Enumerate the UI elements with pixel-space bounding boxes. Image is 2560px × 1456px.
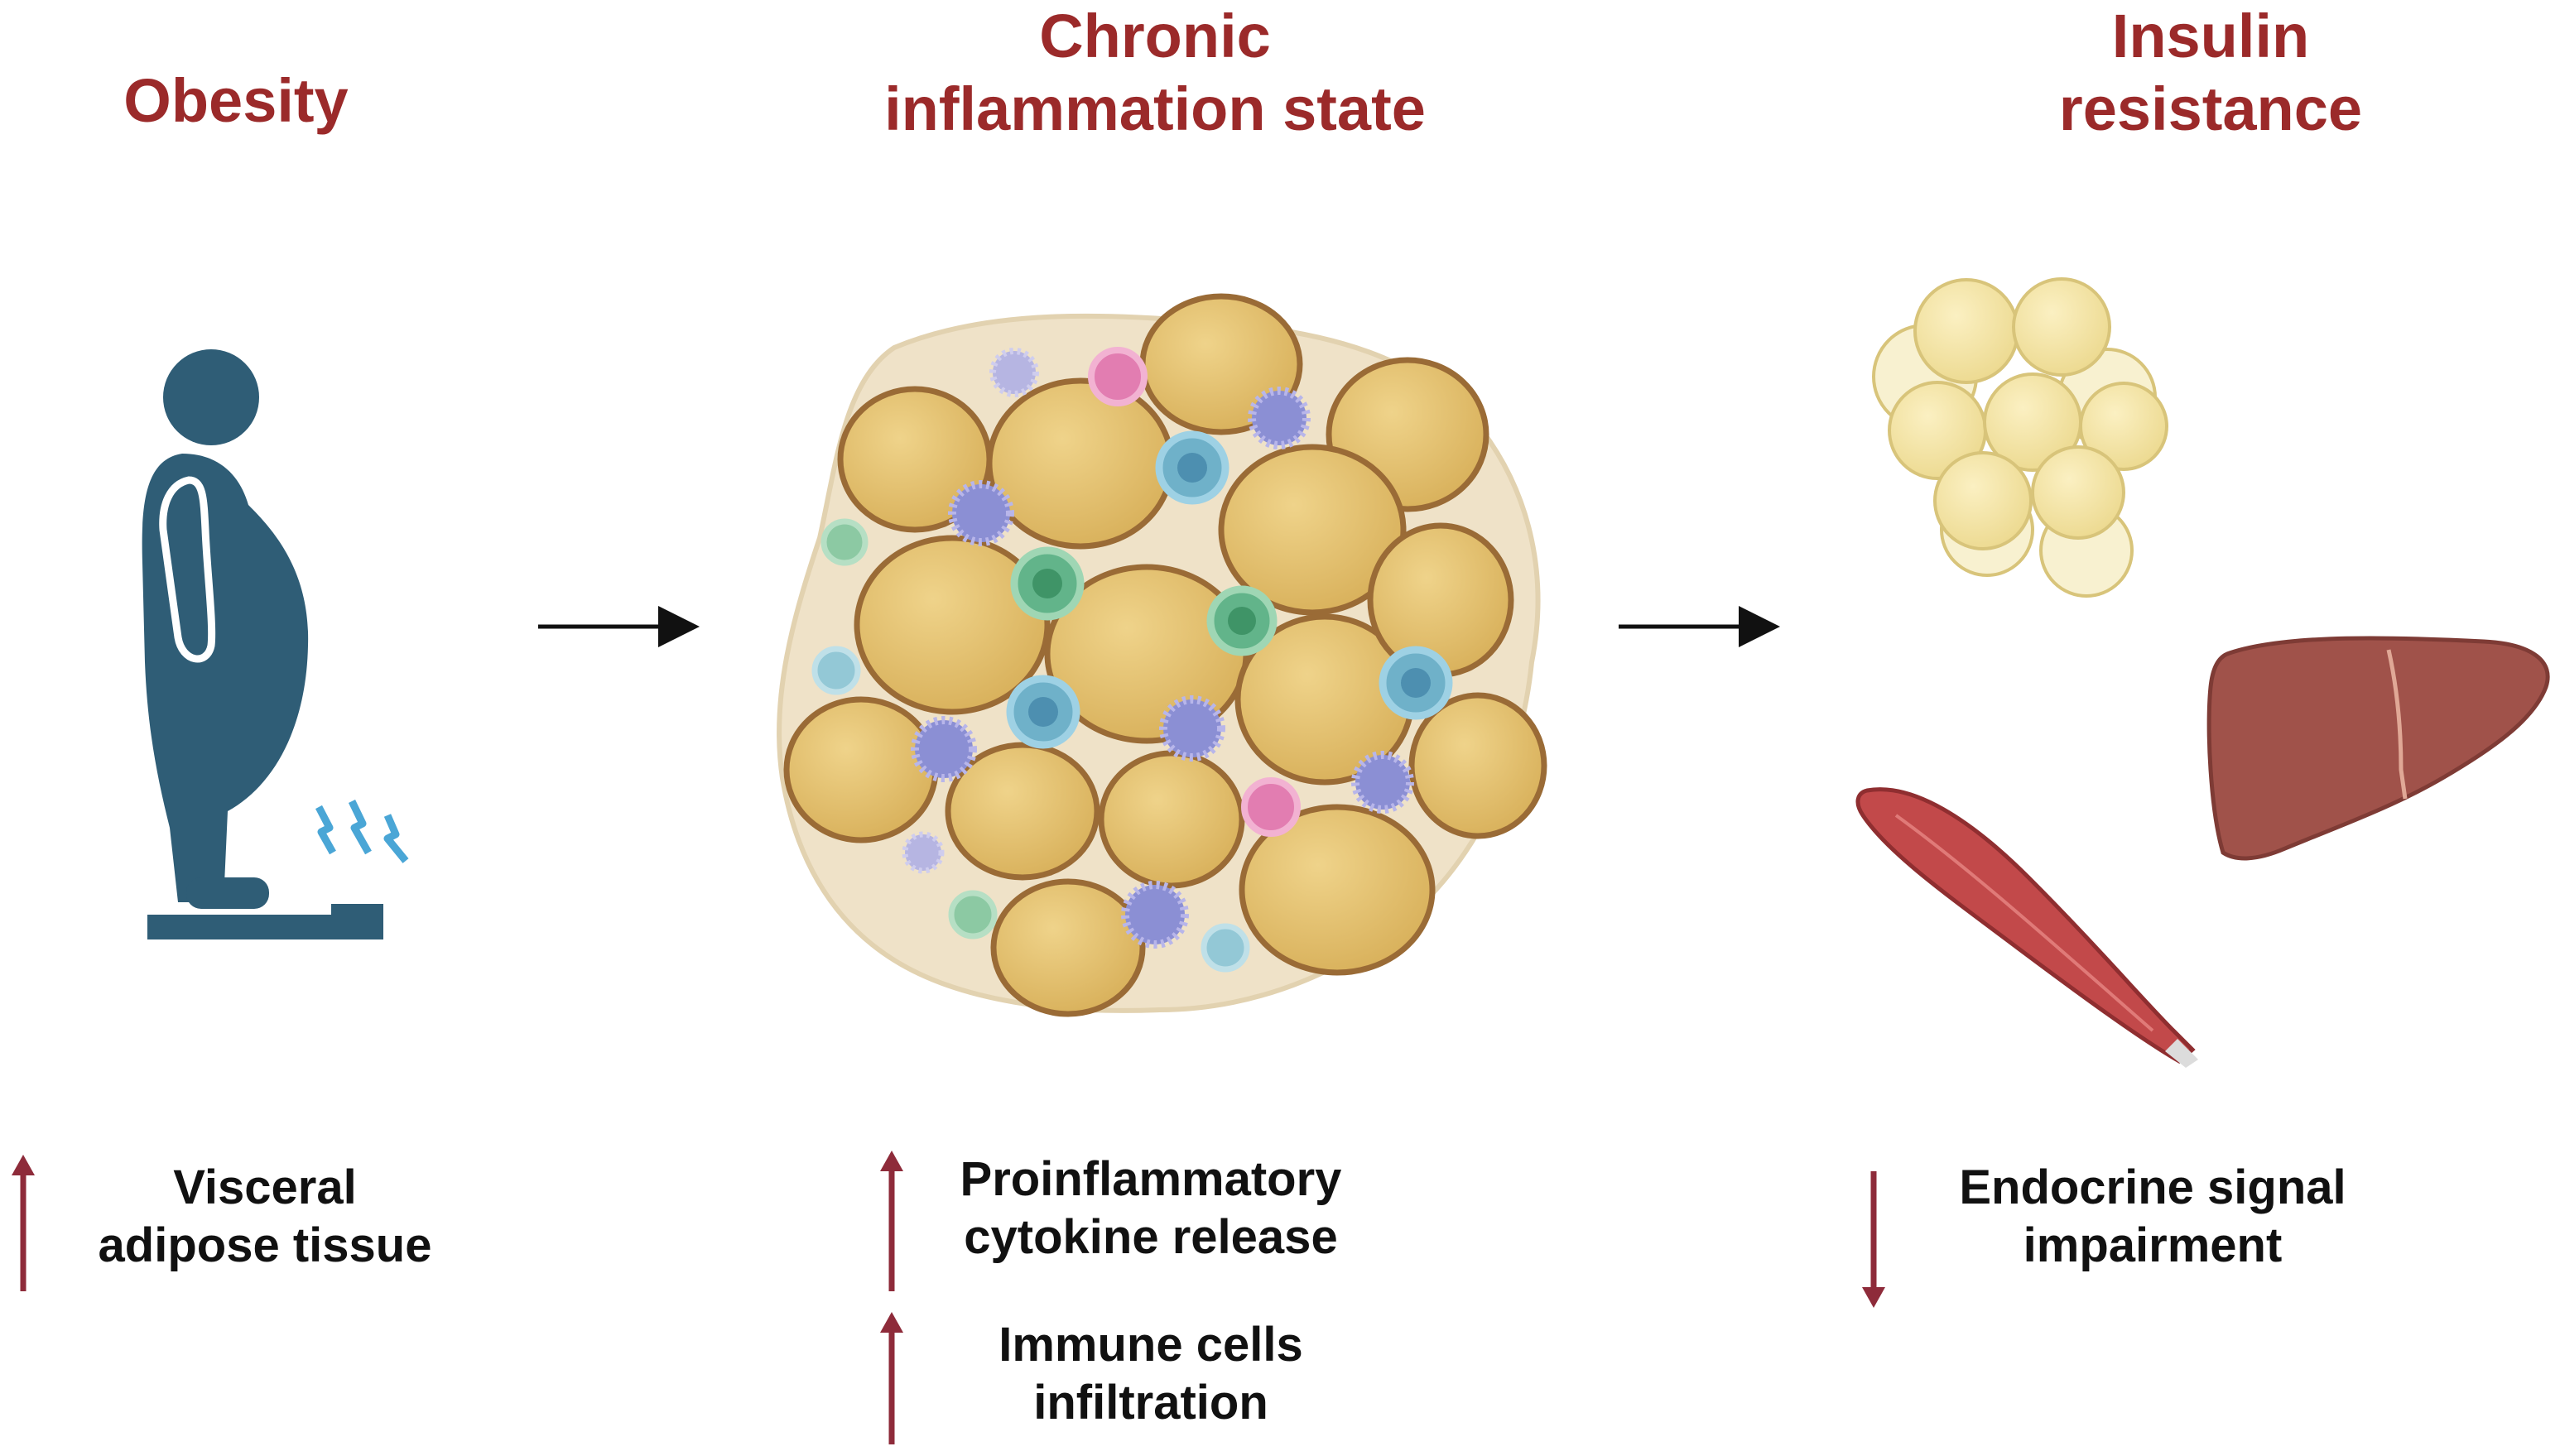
title-line: Insulin	[2111, 2, 2310, 70]
caption-cytokine-release: Proinflammatory cytokine release	[902, 1151, 1399, 1266]
increase-arrow-icon	[12, 1155, 35, 1291]
fat-cells-icon	[1872, 277, 2168, 598]
increase-arrow-icon	[880, 1151, 903, 1291]
caption-endocrine-impairment: Endocrine signal impairment	[1904, 1159, 2401, 1275]
stage-title-obesity: Obesity	[116, 65, 356, 137]
stage-title-inflammation: Chronic inflammation state	[820, 0, 1490, 146]
stage-title-insulin-resistance: Insulin resistance	[2004, 0, 2418, 146]
caption-line: cytokine release	[964, 1210, 1338, 1264]
title-line: inflammation state	[884, 74, 1426, 143]
caption-line: Proinflammatory	[960, 1152, 1342, 1206]
caption-line: adipose tissue	[98, 1218, 432, 1272]
caption-line: Visceral	[173, 1160, 357, 1214]
title-line: resistance	[2058, 74, 2363, 143]
caption-line: Endocrine signal	[1959, 1160, 2346, 1214]
caption-line: impairment	[2023, 1218, 2283, 1272]
muscle-icon	[1855, 787, 2198, 1068]
increase-arrow-icon	[880, 1312, 903, 1444]
caption-line: infiltration	[1033, 1376, 1268, 1430]
person-on-scale-icon	[142, 349, 409, 939]
caption-visceral-adipose: Visceral adipose tissue	[50, 1159, 480, 1275]
title-line: Chronic	[1039, 2, 1271, 70]
title-line: Obesity	[123, 66, 349, 135]
decrease-arrow-icon	[1862, 1171, 1885, 1308]
caption-line: Immune cells	[998, 1318, 1303, 1372]
liver-icon	[2206, 636, 2550, 861]
adipose-tissue-icon	[777, 293, 1547, 1017]
caption-immune-infiltration: Immune cells infiltration	[902, 1316, 1399, 1432]
